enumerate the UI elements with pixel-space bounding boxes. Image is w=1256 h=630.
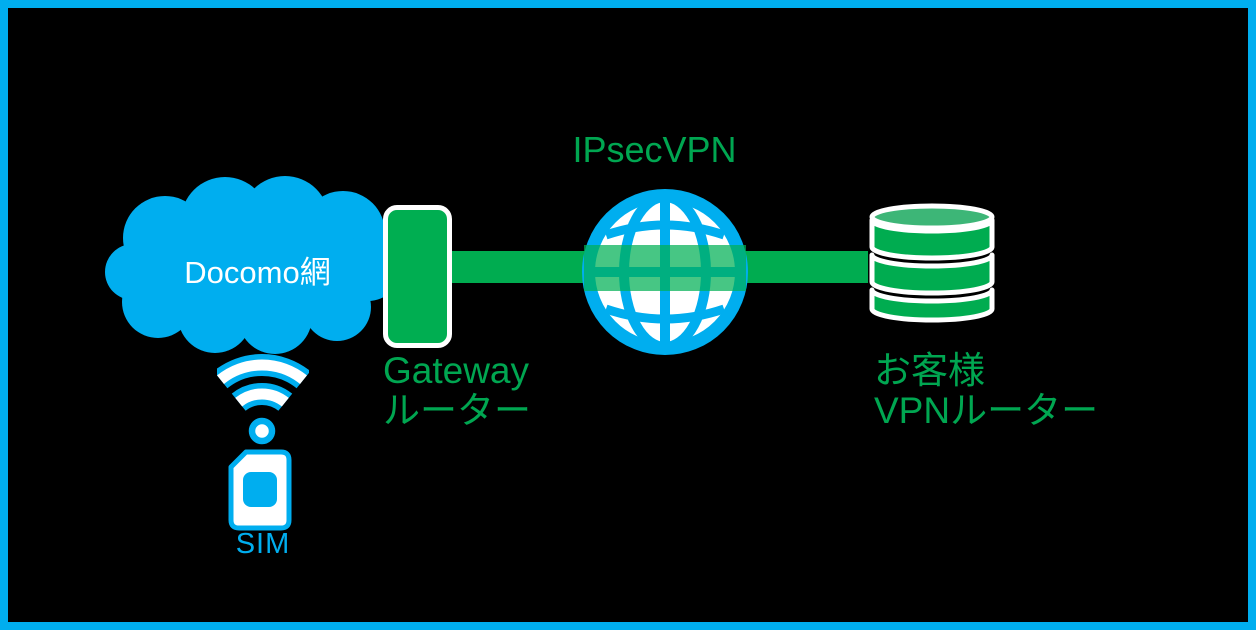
sim-card-icon [228, 449, 292, 531]
customer-vpn-router-label: お客様 VPNルーター [874, 350, 1099, 431]
gateway-router-label: Gateway ルーター [383, 350, 531, 431]
docomo-cloud-label: Docomo網 [184, 255, 331, 290]
database-icon [869, 203, 995, 323]
vpn-line-left [452, 251, 588, 283]
vpn-line-tunnel-overlay [584, 245, 746, 291]
wifi-icon [217, 354, 309, 445]
cloud-icon [105, 176, 390, 354]
ipsecvpn-label: IPsecVPN [572, 129, 737, 170]
sim-card-label: SIM [235, 528, 291, 560]
gateway-router-shape [383, 205, 452, 348]
vpn-line-right [744, 251, 868, 283]
